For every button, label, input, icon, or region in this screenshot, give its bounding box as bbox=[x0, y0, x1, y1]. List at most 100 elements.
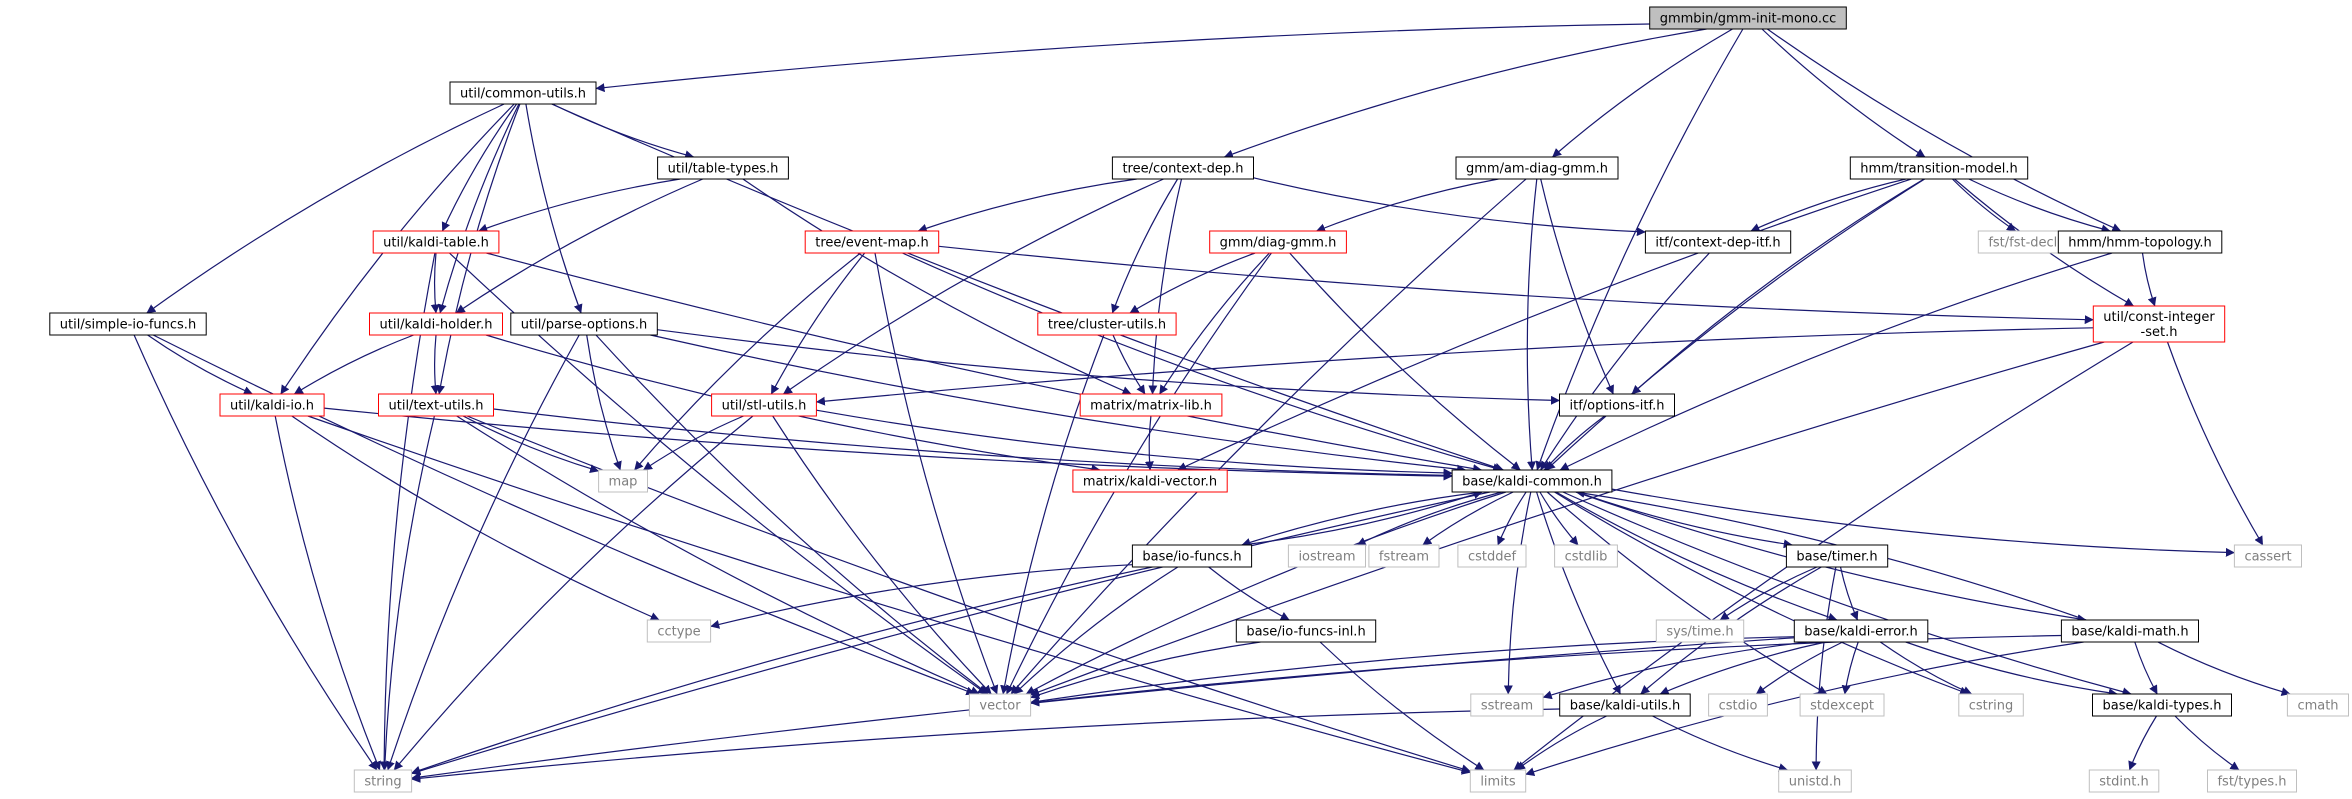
node-label: sys/time.h bbox=[1666, 625, 1733, 640]
node-timer[interactable]: base/timer.h bbox=[1785, 544, 1889, 568]
node-box bbox=[353, 769, 413, 793]
node-label: stdexcept bbox=[1810, 699, 1874, 714]
edge-kaldi_error-to-stdexcept bbox=[1841, 641, 1859, 695]
node-box bbox=[449, 81, 597, 105]
edge-am_diag_gmm-to-options_itf bbox=[1540, 178, 1614, 395]
edge-am_diag_gmm-to-kaldi_common bbox=[1526, 178, 1538, 471]
node-box bbox=[2057, 230, 2223, 254]
node-stdint: stdint.h bbox=[2088, 769, 2160, 793]
node-label: matrix/matrix-lib.h bbox=[1090, 399, 1212, 414]
edge-io_funcs_inl-to-limits bbox=[1319, 641, 1485, 771]
edge-hmm_topology-to-const_integer_set bbox=[2141, 252, 2157, 307]
node-label: base/kaldi-math.h bbox=[2071, 625, 2188, 640]
edge-text_utils-to-string bbox=[380, 415, 435, 771]
node-box bbox=[2088, 769, 2160, 793]
node-cluster-utils[interactable]: tree/cluster-utils.h bbox=[1037, 312, 1177, 336]
edge-text_utils-to-map bbox=[462, 415, 600, 473]
node-box bbox=[804, 230, 940, 254]
node-box bbox=[1287, 544, 1367, 568]
node-root[interactable]: gmmbin/gmm-init-mono.cc bbox=[1649, 6, 1847, 30]
edge-root-to-transition_model bbox=[1761, 28, 1926, 158]
node-fst-types: fst/types.h bbox=[2207, 769, 2297, 793]
edge-kaldi_holder-to-text_utils bbox=[430, 334, 440, 395]
edge-simple_io_funcs-to-string bbox=[133, 334, 378, 771]
node-label: gmm/diag-gmm.h bbox=[1220, 236, 1337, 251]
node-label: cstring bbox=[1969, 699, 2013, 714]
node-label: sstream bbox=[1481, 699, 1533, 714]
edge-am_diag_gmm-to-vector bbox=[1010, 178, 1527, 695]
node-options-itf[interactable]: itf/options-itf.h bbox=[1559, 393, 1675, 417]
node-kaldi-vector[interactable]: matrix/kaldi-vector.h bbox=[1072, 469, 1228, 493]
edge-const_integer_set-to-cassert bbox=[2166, 341, 2264, 546]
node-box bbox=[1559, 393, 1675, 417]
node-label: gmmbin/gmm-init-mono.cc bbox=[1660, 12, 1837, 27]
node-iostream: iostream bbox=[1287, 544, 1367, 568]
node-context-dep-itf[interactable]: itf/context-dep-itf.h bbox=[1644, 230, 1792, 254]
node-kaldi-error[interactable]: base/kaldi-error.h bbox=[1793, 619, 1929, 643]
node-label: cmath bbox=[2297, 699, 2338, 714]
edge-simple_io_funcs-to-vector bbox=[152, 334, 976, 696]
node-label: gmm/am-diag-gmm.h bbox=[1466, 162, 1608, 177]
node-transition-model[interactable]: hmm/transition-model.h bbox=[1849, 156, 2029, 180]
node-label: iostream bbox=[1298, 550, 1355, 565]
node-box bbox=[369, 312, 503, 336]
node-kaldi-common[interactable]: base/kaldi-common.h bbox=[1451, 469, 1613, 493]
edge-text_utils-to-kaldi_common bbox=[493, 408, 1453, 480]
edge-context_dep-to-matrix_lib bbox=[1148, 178, 1183, 395]
node-label: base/io-funcs-inl.h bbox=[1246, 625, 1365, 640]
node-box bbox=[1799, 693, 1885, 717]
edge-parse_options-to-kaldi_common bbox=[650, 334, 1467, 474]
node-box bbox=[1958, 693, 2024, 717]
edge-cluster_utils-to-vector bbox=[1000, 334, 1105, 695]
node-kaldi-math[interactable]: base/kaldi-math.h bbox=[2060, 619, 2199, 643]
node-box bbox=[219, 393, 325, 417]
edge-root-to-am_diag_gmm bbox=[1552, 28, 1733, 158]
edge-kaldi_common-to-cassert bbox=[1611, 488, 2235, 557]
node-label: string bbox=[364, 775, 401, 790]
node-const-integer-set[interactable]: util/const-integer-set.h bbox=[2092, 305, 2226, 343]
node-simple-io-funcs[interactable]: util/simple-io-funcs.h bbox=[49, 312, 207, 336]
edge-stl_utils-to-string bbox=[393, 415, 754, 771]
node-kaldi-types[interactable]: base/kaldi-types.h bbox=[2092, 693, 2232, 717]
node-matrix-lib[interactable]: matrix/matrix-lib.h bbox=[1079, 393, 1223, 417]
node-table-types[interactable]: util/table-types.h bbox=[657, 156, 789, 180]
node-hmm-topology[interactable]: hmm/hmm-topology.h bbox=[2057, 230, 2223, 254]
edge-kaldi_io-to-limits bbox=[307, 415, 1471, 775]
node-box bbox=[1655, 619, 1745, 643]
edge-io_funcs_inl-to-vector bbox=[1030, 641, 1261, 700]
edge-kaldi_error-to-string bbox=[411, 637, 1795, 782]
node-box bbox=[1209, 230, 1347, 254]
edge-event_map-to-const_integer_set bbox=[938, 245, 2094, 325]
node-io-funcs-inl[interactable]: base/io-funcs-inl.h bbox=[1235, 619, 1377, 643]
node-label: vector bbox=[979, 699, 1021, 714]
node-kaldi-io[interactable]: util/kaldi-io.h bbox=[219, 393, 325, 417]
edge-kaldi_math-to-kaldi_types bbox=[2134, 641, 2158, 695]
edge-kaldi_table-to-kaldi_holder bbox=[430, 252, 440, 314]
node-label: util/kaldi-holder.h bbox=[380, 318, 493, 333]
node-io-funcs[interactable]: base/io-funcs.h bbox=[1131, 544, 1253, 568]
edge-table_types-to-kaldi_holder bbox=[455, 178, 704, 314]
node-common-utils[interactable]: util/common-utils.h bbox=[449, 81, 597, 105]
node-kaldi-utils[interactable]: base/kaldi-utils.h bbox=[1559, 693, 1691, 717]
node-kaldi-holder[interactable]: util/kaldi-holder.h bbox=[369, 312, 503, 336]
node-cassert: cassert bbox=[2233, 544, 2302, 568]
node-parse-options[interactable]: util/parse-options.h bbox=[510, 312, 658, 336]
node-sys-time: sys/time.h bbox=[1655, 619, 1745, 643]
node-context-dep[interactable]: tree/context-dep.h bbox=[1111, 156, 1255, 180]
edge-transition_model-to-fst_decl bbox=[1951, 178, 2016, 232]
edge-common_utils-to-parse_options bbox=[525, 103, 583, 314]
edge-diag_gmm-to-cluster_utils bbox=[1129, 252, 1256, 314]
node-label: util/table-types.h bbox=[668, 162, 779, 177]
node-label: itf/options-itf.h bbox=[1570, 399, 1665, 414]
node-box bbox=[1793, 619, 1929, 643]
node-diag-gmm[interactable]: gmm/diag-gmm.h bbox=[1209, 230, 1347, 254]
node-stl-utils[interactable]: util/stl-utils.h bbox=[711, 393, 817, 417]
node-text-utils[interactable]: util/text-utils.h bbox=[378, 393, 494, 417]
node-stdexcept: stdexcept bbox=[1799, 693, 1885, 717]
edge-common_utils-to-simple_io_funcs bbox=[146, 103, 505, 314]
node-am-diag-gmm[interactable]: gmm/am-diag-gmm.h bbox=[1455, 156, 1619, 180]
node-event-map[interactable]: tree/event-map.h bbox=[804, 230, 940, 254]
node-kaldi-table[interactable]: util/kaldi-table.h bbox=[372, 230, 500, 254]
